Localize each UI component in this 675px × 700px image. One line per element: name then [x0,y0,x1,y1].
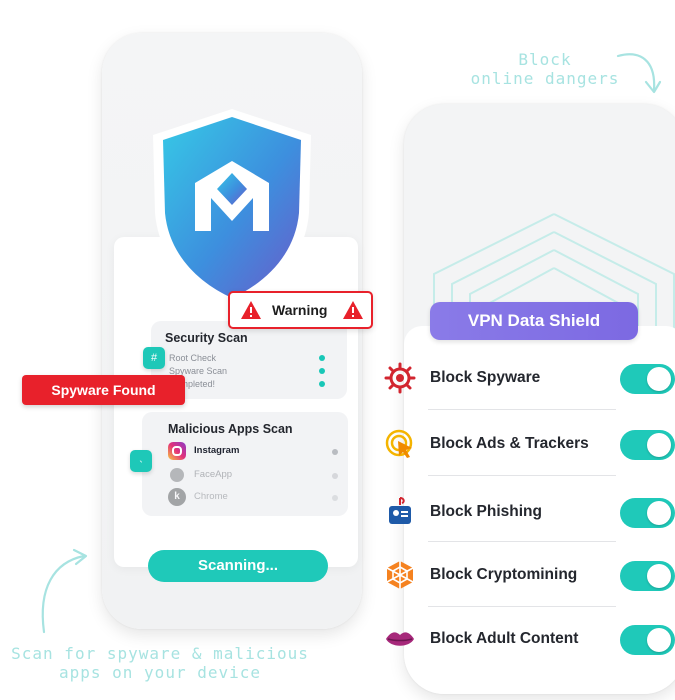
spyware-toggle[interactable] [620,364,675,394]
top-annotation-line2: online dangers [470,69,620,88]
cryptomining-toggle[interactable] [620,561,675,591]
feature-row-spyware: Block Spyware [384,358,675,398]
ads-trackers-toggle[interactable] [620,430,675,460]
row-divider [428,475,616,476]
feature-row-adult: Block Adult Content [384,619,675,659]
spyware-gear-icon [384,362,416,394]
malicious-scan-title: Malicious Apps Scan [168,422,293,436]
toggle-knob [647,628,671,652]
bottom-annotation: Scan for spyware & malicious apps on you… [0,644,320,682]
app-name: FaceApp [194,469,233,480]
toggle-knob [647,564,671,588]
instagram-icon [168,442,186,460]
feature-row-ads: Block Ads & Trackers [384,424,675,464]
feature-label: Block Spyware [430,369,541,386]
bottom-annotation-line1: Scan for spyware & malicious [11,644,309,663]
phishing-toggle[interactable] [620,498,675,528]
shield-logo-icon [153,109,311,309]
row-divider [428,409,616,410]
warning-triangle-icon [343,301,363,319]
bottom-annotation-line2: apps on your device [58,663,262,682]
app-status-dot [332,473,338,479]
top-annotation: Block online dangers [470,50,620,88]
phishing-hook-icon [389,497,411,524]
k-app-icon: k [168,488,186,506]
top-annotation-line1: Block [518,50,572,69]
app-name: Chrome [194,491,228,502]
warning-triangle-icon [241,301,261,319]
feature-label: Block Phishing [430,503,542,520]
warning-tag: Warning [228,291,373,329]
toggle-knob [647,367,671,391]
feature-row-cryptomining: Block Cryptomining [384,555,675,595]
bottom-curved-arrow-icon [41,548,88,634]
toggle-knob [647,501,671,525]
feature-label: Block Ads & Trackers [430,435,589,452]
status-dot [319,368,325,374]
malicious-scan-badge-icon: ˴ [130,450,152,472]
faceapp-icon [170,468,184,482]
feature-label: Block Cryptomining [430,566,578,583]
malicious-apps-scan-box: ˴ Malicious Apps Scan Instagram FaceApp … [130,412,348,516]
scanner-phone: # Security Scan Root Check Spyware Scan … [102,33,362,629]
app-status-dot [332,449,338,455]
lips-icon [386,632,414,646]
app-status-dot [332,495,338,501]
status-dot [319,355,325,361]
vpn-data-shield-badge: VPN Data Shield [430,302,638,340]
feature-row-phishing: Block Phishing [384,492,675,532]
security-scan-title: Security Scan [165,331,248,345]
adult-content-toggle[interactable] [620,625,675,655]
toggle-knob [647,433,671,457]
ads-cursor-icon [385,429,413,458]
feature-label: Block Adult Content [430,630,579,647]
app-row: k Chrome [168,488,318,508]
top-curved-arrow-icon [616,53,662,94]
crypto-hexagon-icon [386,561,414,589]
app-row: FaceApp [168,466,318,486]
security-scan-line: Spyware Scan [169,366,228,376]
row-divider [428,541,616,542]
row-divider [428,606,616,607]
app-name: Instagram [194,445,240,456]
scanning-button[interactable]: Scanning... [148,550,328,582]
app-row: Instagram [168,442,318,462]
warning-label: Warning [272,302,328,318]
security-scan-line: Root Check [169,353,217,363]
spyware-found-tag: Spyware Found [22,375,185,405]
status-dot [319,381,325,387]
security-scan-line: Completed! [169,379,216,389]
security-scan-badge-icon: # [143,347,165,369]
